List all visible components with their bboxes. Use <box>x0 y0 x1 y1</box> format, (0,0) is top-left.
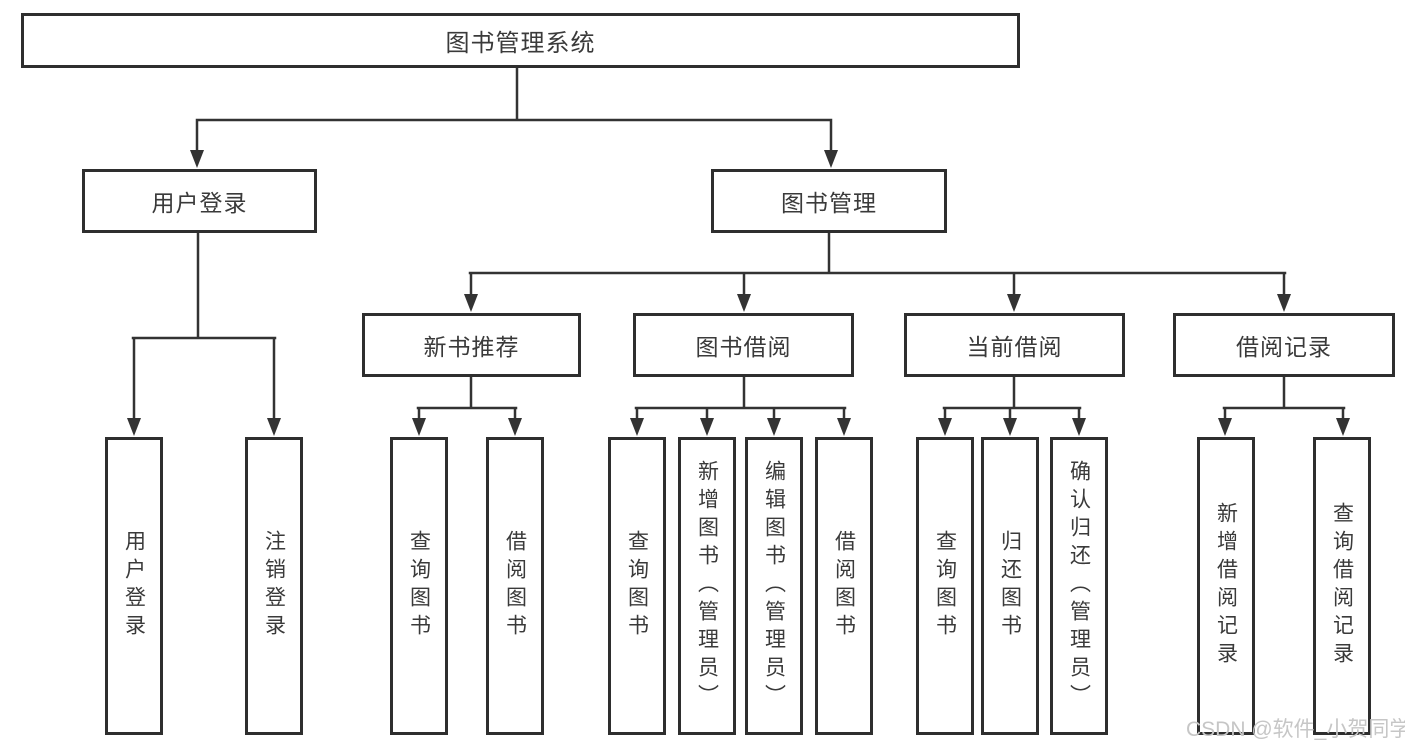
leaf-user-login-label: 用户登录 <box>122 530 146 642</box>
leaf-add-borrow-record-label: 新增借阅记录 <box>1214 502 1238 670</box>
leaf-confirm-return-admin: 确认归还（管理员） <box>1050 437 1108 735</box>
leaf-confirm-return-admin-label: 确认归还（管理员） <box>1067 460 1091 712</box>
node-book-borrow-label: 图书借阅 <box>695 334 792 360</box>
leaf-query-book-current-label: 查询图书 <box>933 530 957 642</box>
node-borrow-records: 借阅记录 <box>1173 313 1395 377</box>
node-current-borrow-label: 当前借阅 <box>966 334 1063 360</box>
node-book-mgmt-label: 图书管理 <box>781 190 877 216</box>
node-root: 图书管理系统 <box>21 13 1020 68</box>
node-current-borrow: 当前借阅 <box>904 313 1125 377</box>
node-new-book-recommend-label: 新书推荐 <box>423 334 520 360</box>
leaf-query-book-current: 查询图书 <box>916 437 974 735</box>
leaf-query-book-recommend: 查询图书 <box>390 437 448 735</box>
csdn-watermark: CSDN @软件_小贺同学 <box>1186 718 1405 741</box>
leaf-query-borrow-record: 查询借阅记录 <box>1313 437 1371 735</box>
leaf-query-book-borrow: 查询图书 <box>608 437 666 735</box>
leaf-edit-book-admin-label: 编辑图书（管理员） <box>762 460 786 712</box>
leaf-query-book-recommend-label: 查询图书 <box>407 530 431 642</box>
node-user-login-label: 用户登录 <box>151 190 248 216</box>
leaf-borrow-book: 借阅图书 <box>815 437 873 735</box>
leaf-query-borrow-record-label: 查询借阅记录 <box>1330 502 1354 670</box>
leaf-add-book-admin: 新增图书（管理员） <box>678 437 736 735</box>
node-book-borrow: 图书借阅 <box>633 313 854 377</box>
leaf-add-book-admin-label: 新增图书（管理员） <box>695 460 719 712</box>
leaf-borrow-book-recommend-label: 借阅图书 <box>503 530 527 642</box>
leaf-return-book-label: 归还图书 <box>998 530 1022 642</box>
node-root-label: 图书管理系统 <box>445 30 596 57</box>
node-new-book-recommend: 新书推荐 <box>362 313 581 377</box>
leaf-query-book-borrow-label: 查询图书 <box>625 530 649 642</box>
node-user-login: 用户登录 <box>82 169 317 233</box>
arrowheads <box>127 150 1350 436</box>
leaf-return-book: 归还图书 <box>981 437 1039 735</box>
node-borrow-records-label: 借阅记录 <box>1236 334 1332 360</box>
leaf-edit-book-admin: 编辑图书（管理员） <box>745 437 803 735</box>
leaf-borrow-book-recommend: 借阅图书 <box>486 437 544 735</box>
leaf-logout: 注销登录 <box>245 437 303 735</box>
leaf-user-login: 用户登录 <box>105 437 163 735</box>
leaf-add-borrow-record: 新增借阅记录 <box>1197 437 1255 735</box>
leaf-borrow-book-label: 借阅图书 <box>832 530 856 642</box>
node-book-mgmt: 图书管理 <box>711 169 947 233</box>
leaf-logout-label: 注销登录 <box>262 530 286 642</box>
